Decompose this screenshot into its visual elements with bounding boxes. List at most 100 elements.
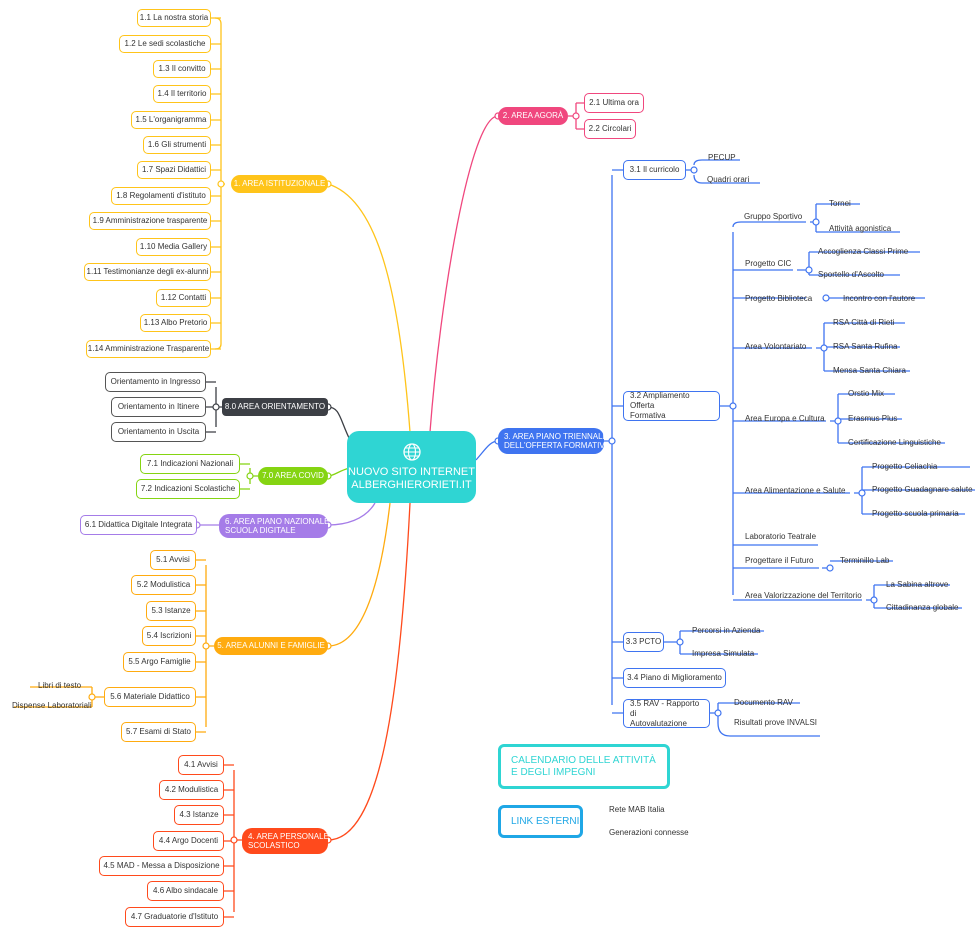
branch-area-istituzionale[interactable]: 1. AREA ISTITUZIONALE (231, 175, 328, 193)
progetto-cic[interactable]: Progetto CIC (745, 259, 792, 268)
istituzionale-item[interactable]: 1.10 Media Gallery (136, 238, 211, 256)
progettare-futuro[interactable]: Progettare il Futuro (745, 556, 814, 565)
alimentazione-item[interactable]: Progetto Guadagnare salute (872, 485, 973, 494)
istituzionale-item[interactable]: 1.12 Contatti (156, 289, 211, 307)
alunni-item[interactable]: 5.1 Avvisi (150, 550, 196, 570)
area-alimentazione[interactable]: Area Alimentazione e Salute (745, 486, 846, 495)
ampliamento-label-line2: Formativa (630, 411, 666, 420)
ptof-pcto[interactable]: 3.3 PCTO (623, 632, 664, 652)
materiale-subitem[interactable]: Libri di testo (38, 681, 82, 690)
orientamento-item[interactable]: Orientamento in Itinere (111, 397, 206, 417)
pcto-item[interactable]: Percorsi in Azienda (692, 626, 761, 635)
futuro-item[interactable]: Terminillo Lab (840, 556, 890, 565)
alimentazione-item[interactable]: Progetto Celiachia (872, 462, 938, 471)
progetto-cic-item[interactable]: Accoglienza Classi Prime (818, 247, 909, 256)
istituzionale-item[interactable]: 1.9 Amministrazione trasparente (89, 212, 211, 230)
covid-item[interactable]: 7.1 Indicazioni Nazionali (140, 454, 240, 474)
istituzionale-item[interactable]: 1.7 Spazi Didattici (137, 161, 211, 179)
branch-area-covid[interactable]: 7.0 AREA COVID (258, 467, 328, 485)
europa-item[interactable]: Orstio Mix (848, 389, 884, 398)
volontariato-item[interactable]: RSA Città di Rieti (833, 318, 895, 327)
branch-area-agora[interactable]: 2. AREA AGORÀ (498, 107, 568, 125)
ptof-ampliamento[interactable]: 3.2 Ampliamento Offerta Formativa (623, 391, 720, 421)
personale-label-line1: 4. AREA PERSONALE (248, 832, 329, 841)
materiale-subitem[interactable]: Dispense Laboratoriali (12, 701, 92, 710)
personale-label-line2: SCOLASTICO (248, 841, 300, 850)
valorizzazione-item[interactable]: La Sabina altrove (886, 580, 949, 589)
gruppo-sportivo-item[interactable]: Tornei (829, 199, 851, 208)
istituzionale-item[interactable]: 1.8 Regolamenti d'istituto (111, 187, 211, 205)
rav-item[interactable]: Risultati prove INVALSI (734, 718, 817, 727)
link-esterni-item[interactable]: Generazioni connesse (609, 828, 689, 837)
orientamento-item[interactable]: Orientamento in Uscita (111, 422, 206, 442)
branch-area-pnsd[interactable]: 6. AREA PIANO NAZIONALE SCUOLA DIGITALE (219, 514, 330, 538)
pnsd-item[interactable]: 6.1 Didattica Digitale Integrata (80, 515, 197, 535)
link-esterni-topic[interactable]: LINK ESTERNI (498, 805, 583, 838)
progetto-biblioteca[interactable]: Progetto Biblioteca (745, 294, 813, 303)
alunni-item[interactable]: 5.5 Argo Famiglie (123, 652, 196, 672)
istituzionale-item[interactable]: 1.11 Testimonianze degli ex-alunni (84, 263, 211, 281)
personale-item[interactable]: 4.6 Albo sindacale (147, 881, 224, 901)
europa-item[interactable]: Erasmus Plus (848, 414, 898, 423)
volontariato-item[interactable]: Mensa Santa Chiara (833, 366, 906, 375)
istituzionale-item[interactable]: 1.1 La nostra storia (137, 9, 211, 27)
orientamento-item[interactable]: Orientamento in Ingresso (105, 372, 206, 392)
ptof-label-line1: 3. AREA PIANO TRIENNALE (504, 432, 608, 441)
alunni-item[interactable]: 5.6 Materiale Didattico (104, 687, 196, 707)
progetto-cic-item[interactable]: Sportello d'Ascolto (818, 270, 885, 279)
central-topic-line2: ALBERGHIERORIETI.IT (351, 479, 472, 491)
istituzionale-item[interactable]: 1.5 L'organigramma (131, 111, 211, 129)
pnsd-label-line2: SCUOLA DIGITALE (225, 526, 296, 535)
europa-item[interactable]: Certificazione Linguistiche (848, 438, 941, 447)
pcto-item[interactable]: Impresa Simulata (692, 649, 755, 658)
gruppo-sportivo-item[interactable]: Attività agonistica (829, 224, 892, 233)
personale-item[interactable]: 4.3 Istanze (174, 805, 224, 825)
branch-area-personale[interactable]: 4. AREA PERSONALE SCOLASTICO (242, 828, 329, 854)
progetto-biblioteca-item[interactable]: Incontro con l'autore (843, 294, 916, 303)
personale-item[interactable]: 4.5 MAD - Messa a Disposizione (99, 856, 224, 876)
istituzionale-item[interactable]: 1.14 Amministrazione Trasparente (86, 340, 211, 358)
curricolo-item[interactable]: Quadri orari (707, 175, 750, 184)
agora-item[interactable]: 2.2 Circolari (584, 119, 636, 139)
laboratorio-teatrale[interactable]: Laboratorio Teatrale (745, 532, 817, 541)
personale-item[interactable]: 4.4 Argo Docenti (153, 831, 224, 851)
alunni-item[interactable]: 5.4 Iscrizioni (142, 626, 196, 646)
area-europa[interactable]: Area Europa e Cultura (745, 414, 825, 423)
istituzionale-item[interactable]: 1.3 Il convitto (153, 60, 211, 78)
ptof-curricolo[interactable]: 3.1 Il curricolo (623, 160, 686, 180)
calendario-topic[interactable]: CALENDARIO DELLE ATTIVITÀ E DEGLI IMPEGN… (498, 744, 670, 789)
gruppo-sportivo[interactable]: Gruppo Sportivo (744, 212, 803, 221)
personale-item[interactable]: 4.1 Avvisi (178, 755, 224, 775)
ptof-miglioramento[interactable]: 3.4 Piano di Miglioramento (623, 668, 726, 688)
globe-icon (402, 443, 421, 461)
alimentazione-item[interactable]: Progetto scuola primaria (872, 509, 959, 518)
central-topic-line1: NUOVO SITO INTERNET (348, 466, 475, 478)
branch-area-orientamento[interactable]: 8.0 AREA ORIENTAMENTO (222, 398, 328, 416)
pnsd-label-line1: 6. AREA PIANO NAZIONALE (225, 517, 330, 526)
rav-item[interactable]: Documento RAV (734, 698, 793, 707)
alunni-item[interactable]: 5.3 Istanze (146, 601, 196, 621)
covid-item[interactable]: 7.2 Indicazioni Scolastiche (136, 479, 240, 499)
alunni-item[interactable]: 5.2 Modulistica (131, 575, 196, 595)
ptof-rav[interactable]: 3.5 RAV - Rapporto di Autovalutazione (623, 699, 710, 728)
istituzionale-item[interactable]: 1.6 Gli strumenti (143, 136, 211, 154)
curricolo-item[interactable]: PECUP (708, 153, 736, 162)
istituzionale-item[interactable]: 1.4 Il territorio (153, 85, 211, 103)
agora-item[interactable]: 2.1 Ultima ora (584, 93, 644, 113)
branch-area-ptof[interactable]: 3. AREA PIANO TRIENNALE DELL'OFFERTA FOR… (498, 428, 609, 454)
branch-area-alunni[interactable]: 5. AREA ALUNNI E FAMIGLIE (214, 637, 328, 655)
istituzionale-item[interactable]: 1.13 Albo Pretorio (140, 314, 211, 332)
central-topic[interactable]: NUOVO SITO INTERNET ALBERGHIERORIETI.IT (347, 431, 476, 503)
personale-item[interactable]: 4.7 Graduatorie d'Istituto (125, 907, 224, 927)
volontariato-item[interactable]: RSA Santa Rufina (833, 342, 898, 351)
personale-item[interactable]: 4.2 Modulistica (159, 780, 224, 800)
valorizzazione-item[interactable]: Cittadinanza globale (886, 603, 959, 612)
ampliamento-label-line1: 3.2 Ampliamento Offerta (630, 391, 690, 410)
area-volontariato[interactable]: Area Volontariato (745, 342, 807, 351)
alunni-item[interactable]: 5.7 Esami di Stato (121, 722, 196, 742)
rav-label-line1: 3.5 RAV - Rapporto di (630, 698, 700, 718)
link-esterni-item[interactable]: Rete MAB Italia (609, 805, 665, 814)
area-valorizzazione[interactable]: Area Valorizzazione del Territorio (745, 591, 862, 600)
istituzionale-item[interactable]: 1.2 Le sedi scolastiche (119, 35, 211, 53)
